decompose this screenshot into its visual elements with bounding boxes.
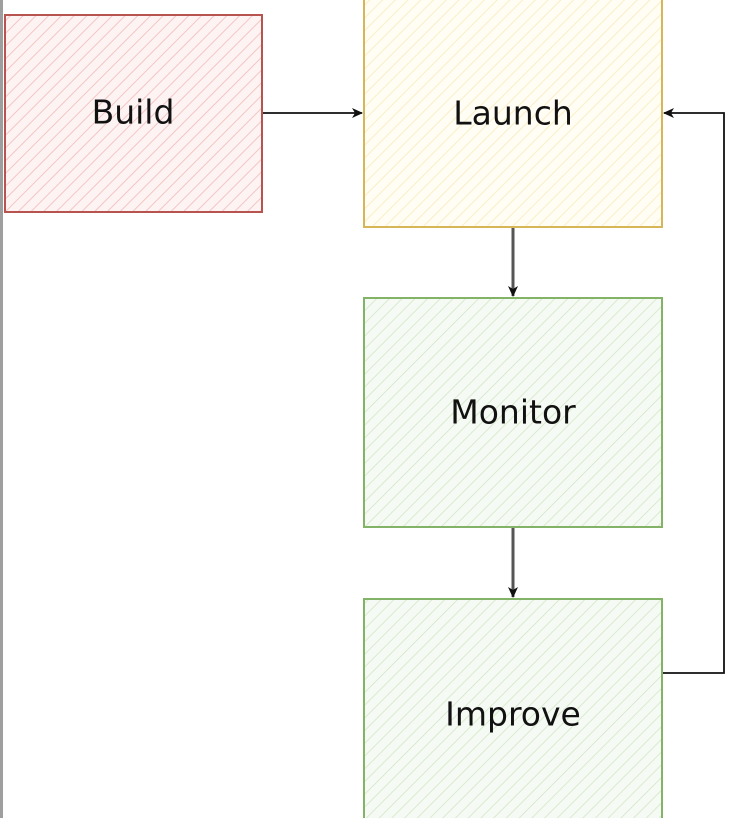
canvas-left-border [0, 0, 3, 818]
node-build-label: Build [92, 93, 175, 132]
node-build[interactable]: Build [4, 14, 263, 213]
node-launch-label: Launch [453, 94, 573, 133]
edge-improve-to-launch[interactable] [663, 108, 725, 674]
node-improve-label: Improve [445, 695, 581, 734]
node-launch-box [363, 0, 663, 228]
node-monitor-box [363, 297, 663, 528]
node-improve[interactable]: Improve [363, 598, 663, 818]
node-monitor-label: Monitor [450, 393, 576, 432]
node-launch[interactable]: Launch [363, 0, 663, 228]
node-improve-box [363, 598, 663, 818]
node-monitor[interactable]: Monitor [363, 297, 663, 528]
edges [263, 108, 725, 674]
node-build-box [4, 14, 263, 213]
